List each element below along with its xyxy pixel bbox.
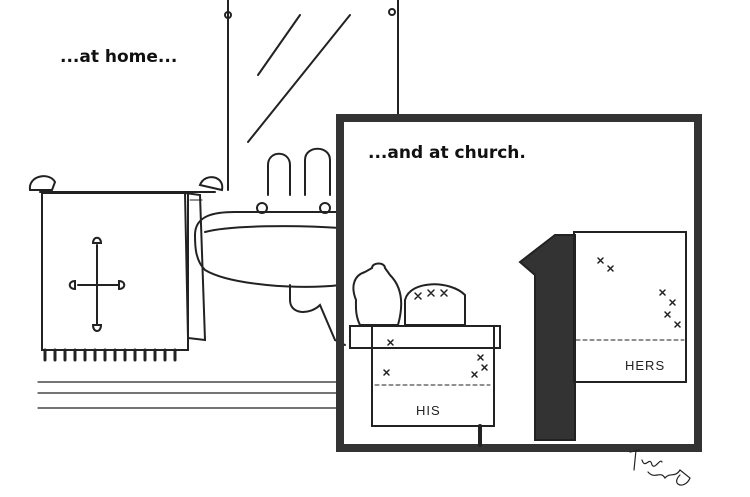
- sink: [193, 147, 346, 346]
- baseboard: [37, 381, 341, 409]
- caption-at-church: ...and at church.: [368, 143, 526, 163]
- church-interior: [349, 231, 687, 447]
- home-towel: [28, 175, 224, 362]
- caption-at-home: ...at home...: [60, 47, 178, 67]
- mirror: [224, 0, 399, 191]
- artist-signature: [629, 449, 691, 486]
- his-towel-label: HIS: [416, 403, 441, 418]
- church-frame: [336, 114, 702, 452]
- hers-towel-label: HERS: [625, 358, 666, 373]
